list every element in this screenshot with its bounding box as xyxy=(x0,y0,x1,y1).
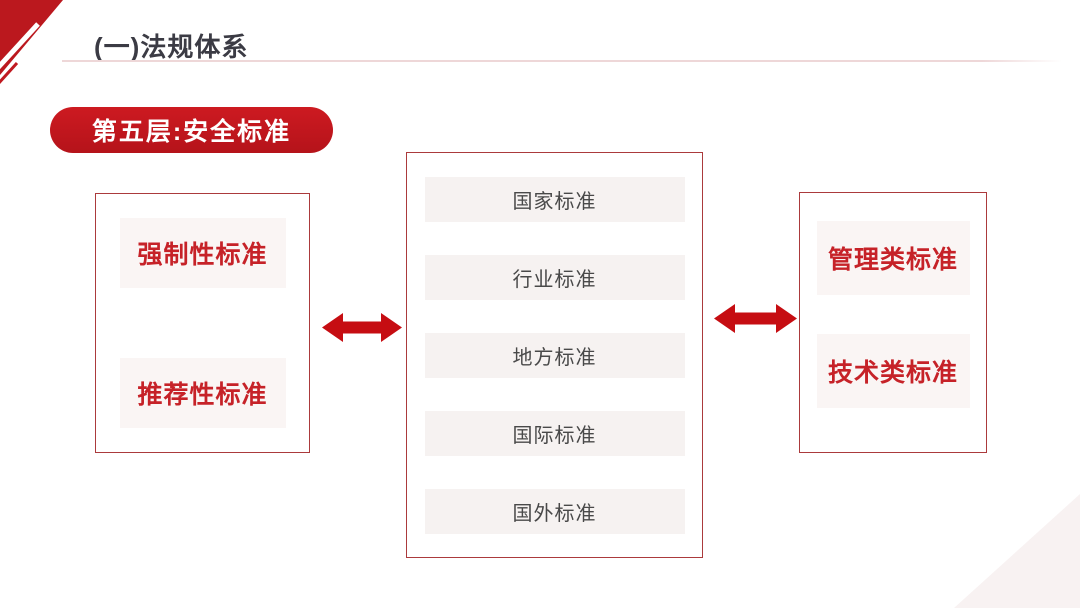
layer-badge: 第五层:安全标准 xyxy=(50,107,333,153)
list-item-national-standard: 国家标准 xyxy=(424,176,685,222)
corner-decoration-bottom-right xyxy=(954,494,1080,608)
list-item-local-standard: 地方标准 xyxy=(424,332,685,378)
page-title: (一)法规体系 xyxy=(94,32,249,62)
list-item-industry-standard: 行业标准 xyxy=(424,254,685,300)
mandatory-recommended-standards-box: 强制性标准 推荐性标准 xyxy=(95,193,310,453)
list-item-recommended-standard: 推荐性标准 xyxy=(119,358,286,428)
management-technical-standards-box: 管理类标准 技术类标准 xyxy=(799,192,987,453)
double-headed-arrow-icon xyxy=(322,313,402,342)
header-divider xyxy=(62,60,1062,62)
corner-decoration-top-left-icon xyxy=(0,0,63,85)
list-item-international-standard: 国际标准 xyxy=(424,410,685,456)
list-item-technical-standard: 技术类标准 xyxy=(816,334,970,408)
list-item-mandatory-standard: 强制性标准 xyxy=(119,218,286,288)
list-item-foreign-standard: 国外标准 xyxy=(424,488,685,534)
standards-levels-box: 国家标准 行业标准 地方标准 国际标准 国外标准 xyxy=(406,152,703,558)
list-item-management-standard: 管理类标准 xyxy=(816,221,970,295)
double-headed-arrow-icon xyxy=(714,304,797,333)
